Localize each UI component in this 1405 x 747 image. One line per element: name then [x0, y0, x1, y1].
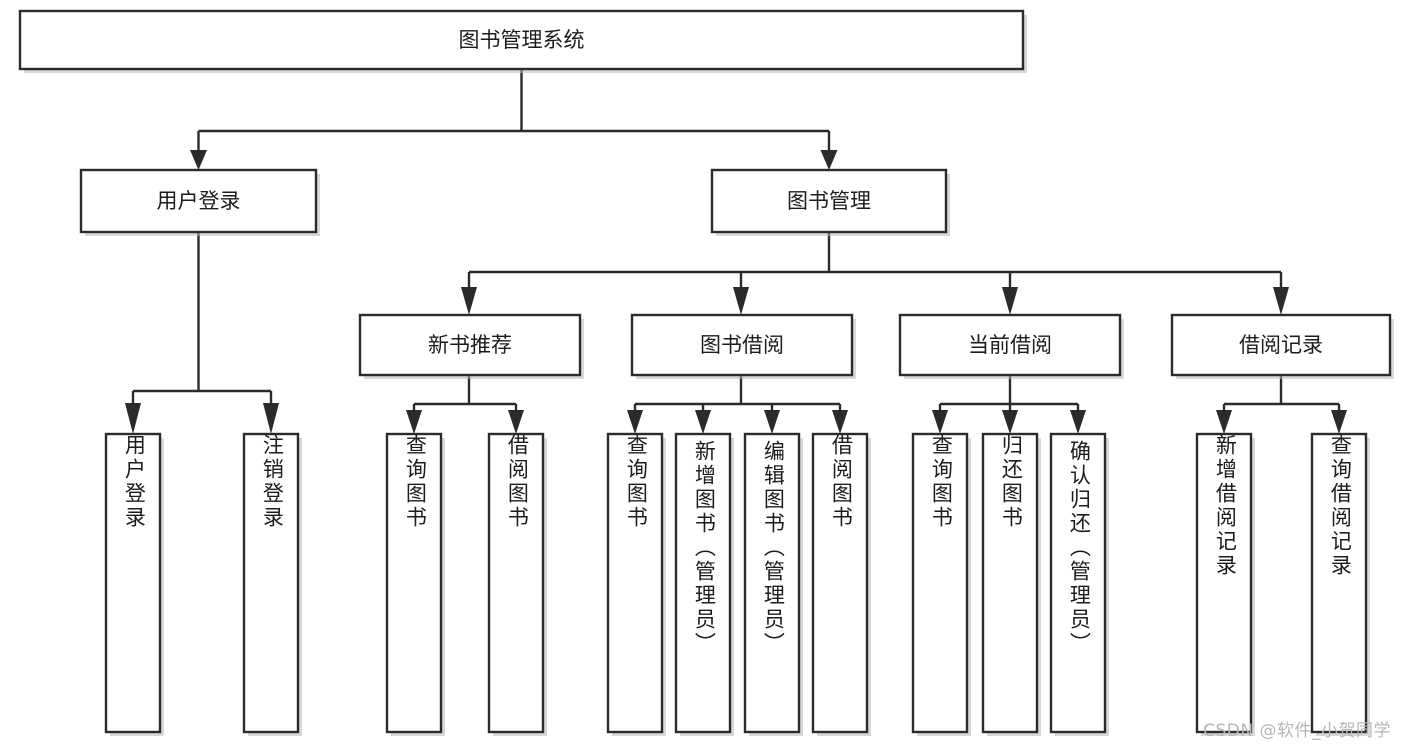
arrow-to-borrow-record	[1273, 287, 1289, 315]
connector-layer	[125, 69, 1347, 434]
book-management-label: 图书管理	[787, 189, 871, 213]
node-leaf-return-book[interactable]	[981, 432, 1039, 734]
arrow-to-current-borrow	[1002, 287, 1018, 315]
arrow-to-leaf-confirm-return-admin	[1070, 410, 1086, 434]
new-book-recommend-label: 新书推荐	[428, 333, 512, 357]
node-book-borrow[interactable]	[630, 313, 854, 377]
current-borrow-label: 当前借阅	[968, 333, 1052, 357]
arrow-to-leaf-add-borrow-record	[1216, 410, 1232, 434]
arrow-to-leaf-edit-book-admin	[764, 410, 780, 434]
root-label: 图书管理系统	[459, 28, 585, 52]
node-leaf-query-book-2[interactable]	[606, 432, 664, 734]
arrow-to-leaf-query-book-3	[932, 410, 948, 434]
node-leaf-add-book-admin[interactable]	[674, 432, 732, 734]
node-leaf-confirm-return-admin[interactable]	[1049, 432, 1107, 734]
arrow-to-book-management	[820, 150, 838, 170]
user-login-label: 用户登录	[157, 189, 241, 213]
node-current-borrow[interactable]	[898, 313, 1122, 377]
node-book-management[interactable]	[710, 168, 948, 234]
node-leaf-query-borrow-record[interactable]	[1310, 432, 1368, 734]
node-new-book-recommend[interactable]	[358, 313, 582, 377]
node-leaf-borrow-book-1[interactable]	[487, 432, 545, 734]
node-root[interactable]	[18, 9, 1025, 71]
node-borrow-record[interactable]	[1170, 313, 1392, 377]
node-leaf-logout-login[interactable]	[242, 432, 300, 734]
node-layer: 图书管理系统 用户登录 图书管理 新书推荐 图书借阅 当前借阅 借阅记录	[18, 9, 1394, 736]
arrow-to-leaf-user-login	[125, 403, 141, 434]
arrow-to-leaf-logout-login	[263, 403, 279, 434]
node-leaf-query-book-3[interactable]	[911, 432, 969, 734]
arrow-to-book-borrow	[733, 287, 749, 315]
arrow-to-leaf-add-book-admin	[695, 410, 711, 434]
node-leaf-query-book-1[interactable]	[385, 432, 443, 734]
node-leaf-borrow-book-2[interactable]	[811, 432, 869, 734]
node-leaf-user-login[interactable]	[104, 432, 162, 734]
arrow-to-leaf-borrow-book-2	[832, 410, 848, 434]
arrow-to-user-login	[190, 150, 207, 170]
arrow-to-new-book-recommend	[461, 287, 477, 315]
arrow-to-leaf-return-book	[1002, 410, 1018, 434]
borrow-record-label: 借阅记录	[1239, 333, 1323, 357]
csdn-watermark: CSDN @软件_小贺同学	[1203, 721, 1391, 741]
arrow-to-leaf-borrow-book-1	[508, 410, 524, 434]
arrow-to-leaf-query-book-1	[406, 410, 422, 434]
node-leaf-edit-book-admin[interactable]	[743, 432, 801, 734]
node-user-login[interactable]	[79, 168, 318, 234]
arrow-to-leaf-query-borrow-record	[1331, 410, 1347, 434]
node-leaf-add-borrow-record[interactable]	[1195, 432, 1253, 734]
arrow-to-leaf-query-book-2	[627, 410, 643, 434]
book-borrow-label: 图书借阅	[700, 333, 784, 357]
